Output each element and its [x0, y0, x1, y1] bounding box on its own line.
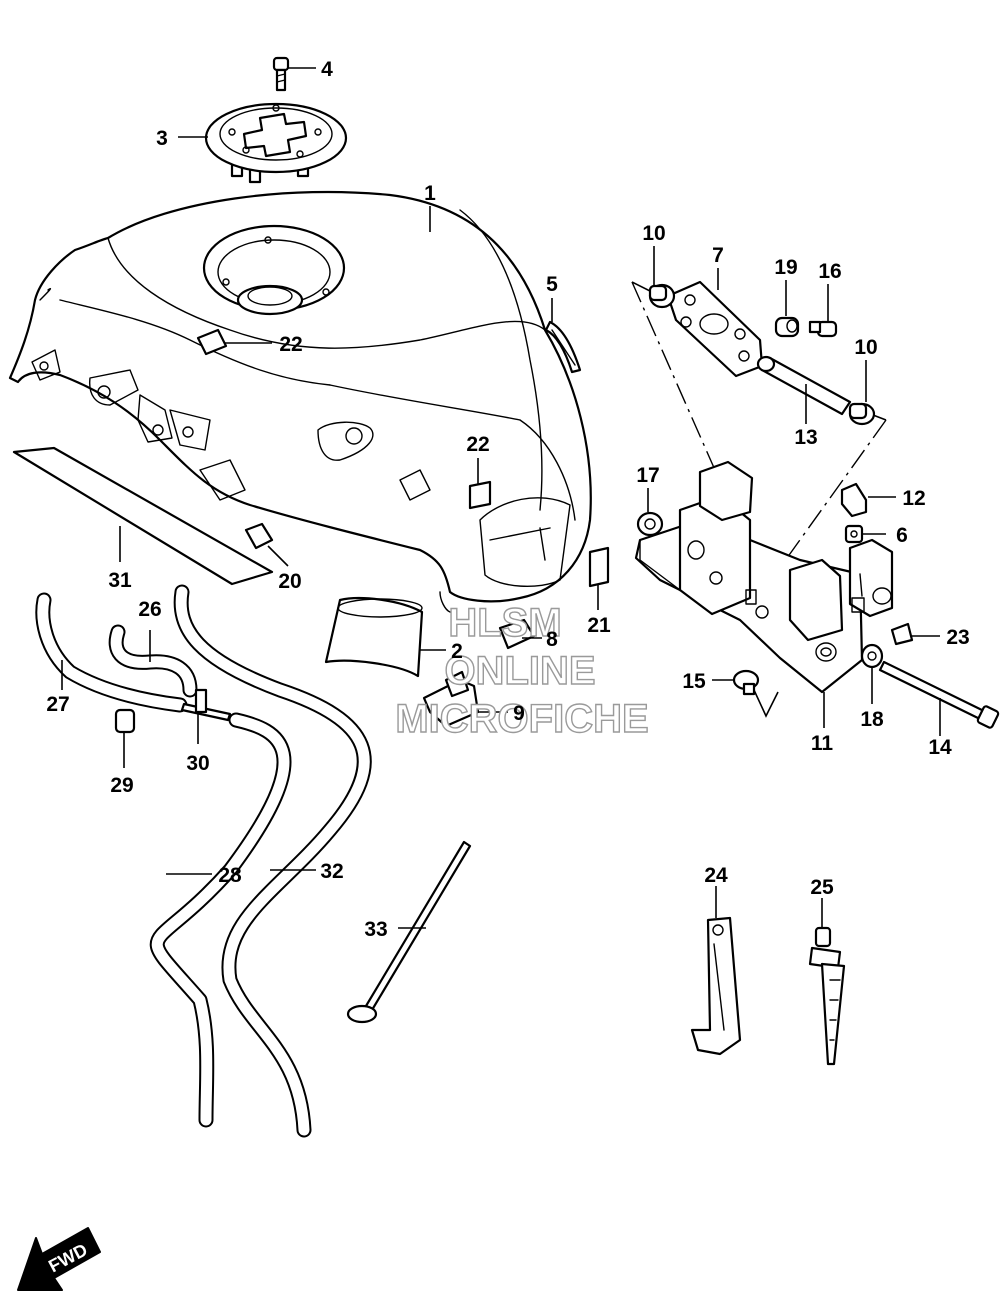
- part-32-hose[interactable]: [173, 584, 372, 1138]
- callout-21[interactable]: 21: [587, 614, 611, 637]
- callout-27[interactable]: 27: [46, 693, 69, 716]
- part-10-collar-a[interactable]: [648, 283, 676, 309]
- watermark-line-3: MICROFICHE: [395, 697, 648, 741]
- part-27-hose[interactable]: [35, 592, 188, 713]
- callout-22b[interactable]: 22: [466, 433, 489, 456]
- callout-32[interactable]: 32: [320, 860, 343, 883]
- part-2-cushion-band[interactable]: [324, 597, 424, 678]
- callout-3[interactable]: 3: [156, 127, 168, 150]
- callout-12[interactable]: 12: [902, 487, 925, 510]
- callout-4[interactable]: 4: [321, 58, 333, 81]
- callout-29[interactable]: 29: [110, 774, 133, 797]
- watermark-line-2: ONLINE: [444, 649, 595, 693]
- callout-24[interactable]: 24: [704, 864, 728, 887]
- part-5-cushion[interactable]: [544, 320, 582, 374]
- callout-23[interactable]: 23: [946, 626, 969, 649]
- part-19-grommet[interactable]: [774, 316, 800, 338]
- part-33-strap[interactable]: [346, 840, 472, 1024]
- part-22-label-a[interactable]: [196, 328, 228, 356]
- part-24-band[interactable]: [690, 916, 742, 1056]
- part-14-bolt[interactable]: [878, 660, 1000, 729]
- callout-31[interactable]: 31: [108, 569, 132, 592]
- part-7-plate[interactable]: [666, 280, 764, 378]
- part-10-collar-b[interactable]: [848, 402, 876, 426]
- part-12-clip[interactable]: [840, 482, 868, 518]
- callout-19[interactable]: 19: [774, 256, 797, 279]
- part-13-spacer-tube[interactable]: [756, 355, 852, 416]
- callout-7[interactable]: 7: [712, 244, 724, 267]
- part-16-bolt[interactable]: [808, 320, 838, 338]
- callout-5[interactable]: 5: [546, 273, 558, 296]
- callout-30[interactable]: 30: [186, 752, 209, 775]
- callout-8[interactable]: 8: [546, 628, 558, 651]
- callout-13[interactable]: 13: [794, 426, 817, 449]
- watermark: HLSM ONLINE MICROFICHE: [395, 600, 650, 741]
- callout-28[interactable]: 28: [218, 864, 242, 887]
- part-17-grommet[interactable]: [636, 511, 664, 537]
- callout-10a[interactable]: 10: [642, 222, 665, 245]
- part-29-cap[interactable]: [114, 708, 136, 734]
- part-22-label-b[interactable]: [468, 480, 492, 510]
- part-8-clamp[interactable]: [498, 618, 536, 650]
- callout-25[interactable]: 25: [810, 876, 834, 899]
- part-20-cushion[interactable]: [244, 522, 274, 550]
- callout-33[interactable]: 33: [364, 918, 387, 941]
- part-31-protector-sheet[interactable]: [12, 446, 274, 586]
- watermark-line-1: HLSM: [448, 601, 561, 645]
- callout-26[interactable]: 26: [138, 598, 161, 621]
- part-21-label[interactable]: [588, 546, 610, 588]
- callout-16[interactable]: 16: [818, 260, 841, 283]
- callout-1[interactable]: 1: [424, 182, 436, 205]
- part-18-washer[interactable]: [860, 643, 884, 669]
- callout-11[interactable]: 11: [811, 732, 834, 755]
- callout-17[interactable]: 17: [636, 464, 659, 487]
- callout-numbers: 4 3 1 22 5 22 20 21 8 2 9 31 26 27 30 29…: [46, 58, 969, 941]
- part-1-fuel-tank[interactable]: [8, 190, 592, 613]
- part-3-fuel-cap[interactable]: [204, 102, 348, 184]
- callout-18[interactable]: 18: [860, 708, 884, 731]
- forward-arrow-icon: FWD: [17, 1227, 101, 1291]
- callout-6[interactable]: 6: [896, 524, 908, 547]
- callout-9[interactable]: 9: [513, 702, 525, 725]
- part-26-hose[interactable]: [108, 624, 198, 698]
- callout-2[interactable]: 2: [451, 640, 463, 663]
- part-25-cable-tie[interactable]: [808, 926, 846, 1066]
- part-23-clip[interactable]: [890, 622, 914, 646]
- part-28-hose[interactable]: [149, 712, 292, 1128]
- callout-14[interactable]: 14: [928, 736, 952, 759]
- leader-lines: [61, 67, 941, 929]
- part-6-nut[interactable]: [844, 524, 864, 544]
- callout-22a[interactable]: 22: [279, 333, 302, 356]
- part-11-bracket[interactable]: [634, 460, 894, 694]
- callout-20[interactable]: 20: [278, 570, 301, 593]
- callout-10b[interactable]: 10: [854, 336, 877, 359]
- part-30-joint[interactable]: [180, 688, 232, 722]
- callout-15[interactable]: 15: [682, 670, 706, 693]
- part-4-bolt[interactable]: [272, 56, 290, 92]
